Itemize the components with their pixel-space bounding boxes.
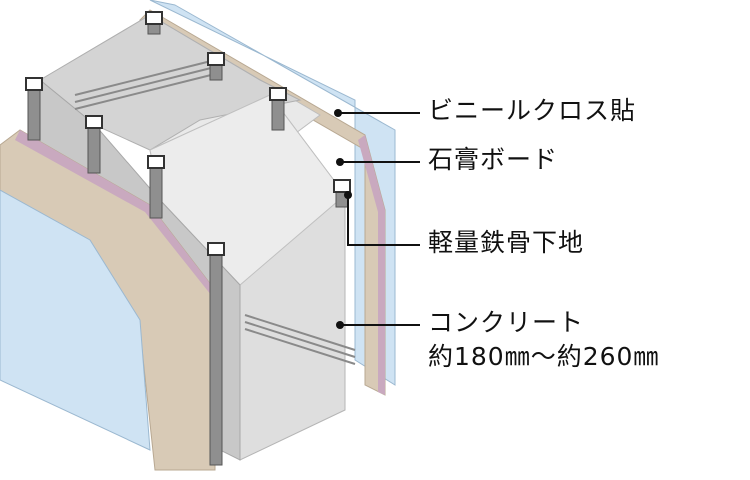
rebar-lines-lower xyxy=(244,314,356,365)
light-steel-frame-label: 軽量鉄骨下地 xyxy=(428,228,585,257)
steel-stud-caps xyxy=(25,11,351,256)
concrete-label: コンクリート xyxy=(428,308,585,337)
leader-dots xyxy=(334,109,352,329)
gypsum-board-left-edge xyxy=(15,130,215,300)
gypsum-board-label: 石膏ボード xyxy=(428,145,559,174)
rebar-lines-upper xyxy=(74,59,216,110)
concrete-thickness-label: 約180㎜〜約260㎜ xyxy=(428,342,660,371)
gypsum-board-right-edge xyxy=(358,135,385,395)
leader-lines xyxy=(338,112,420,326)
vinyl-cloth-label: ビニールクロス貼 xyxy=(428,96,637,125)
vinyl-cloth-layer-left xyxy=(0,189,151,451)
